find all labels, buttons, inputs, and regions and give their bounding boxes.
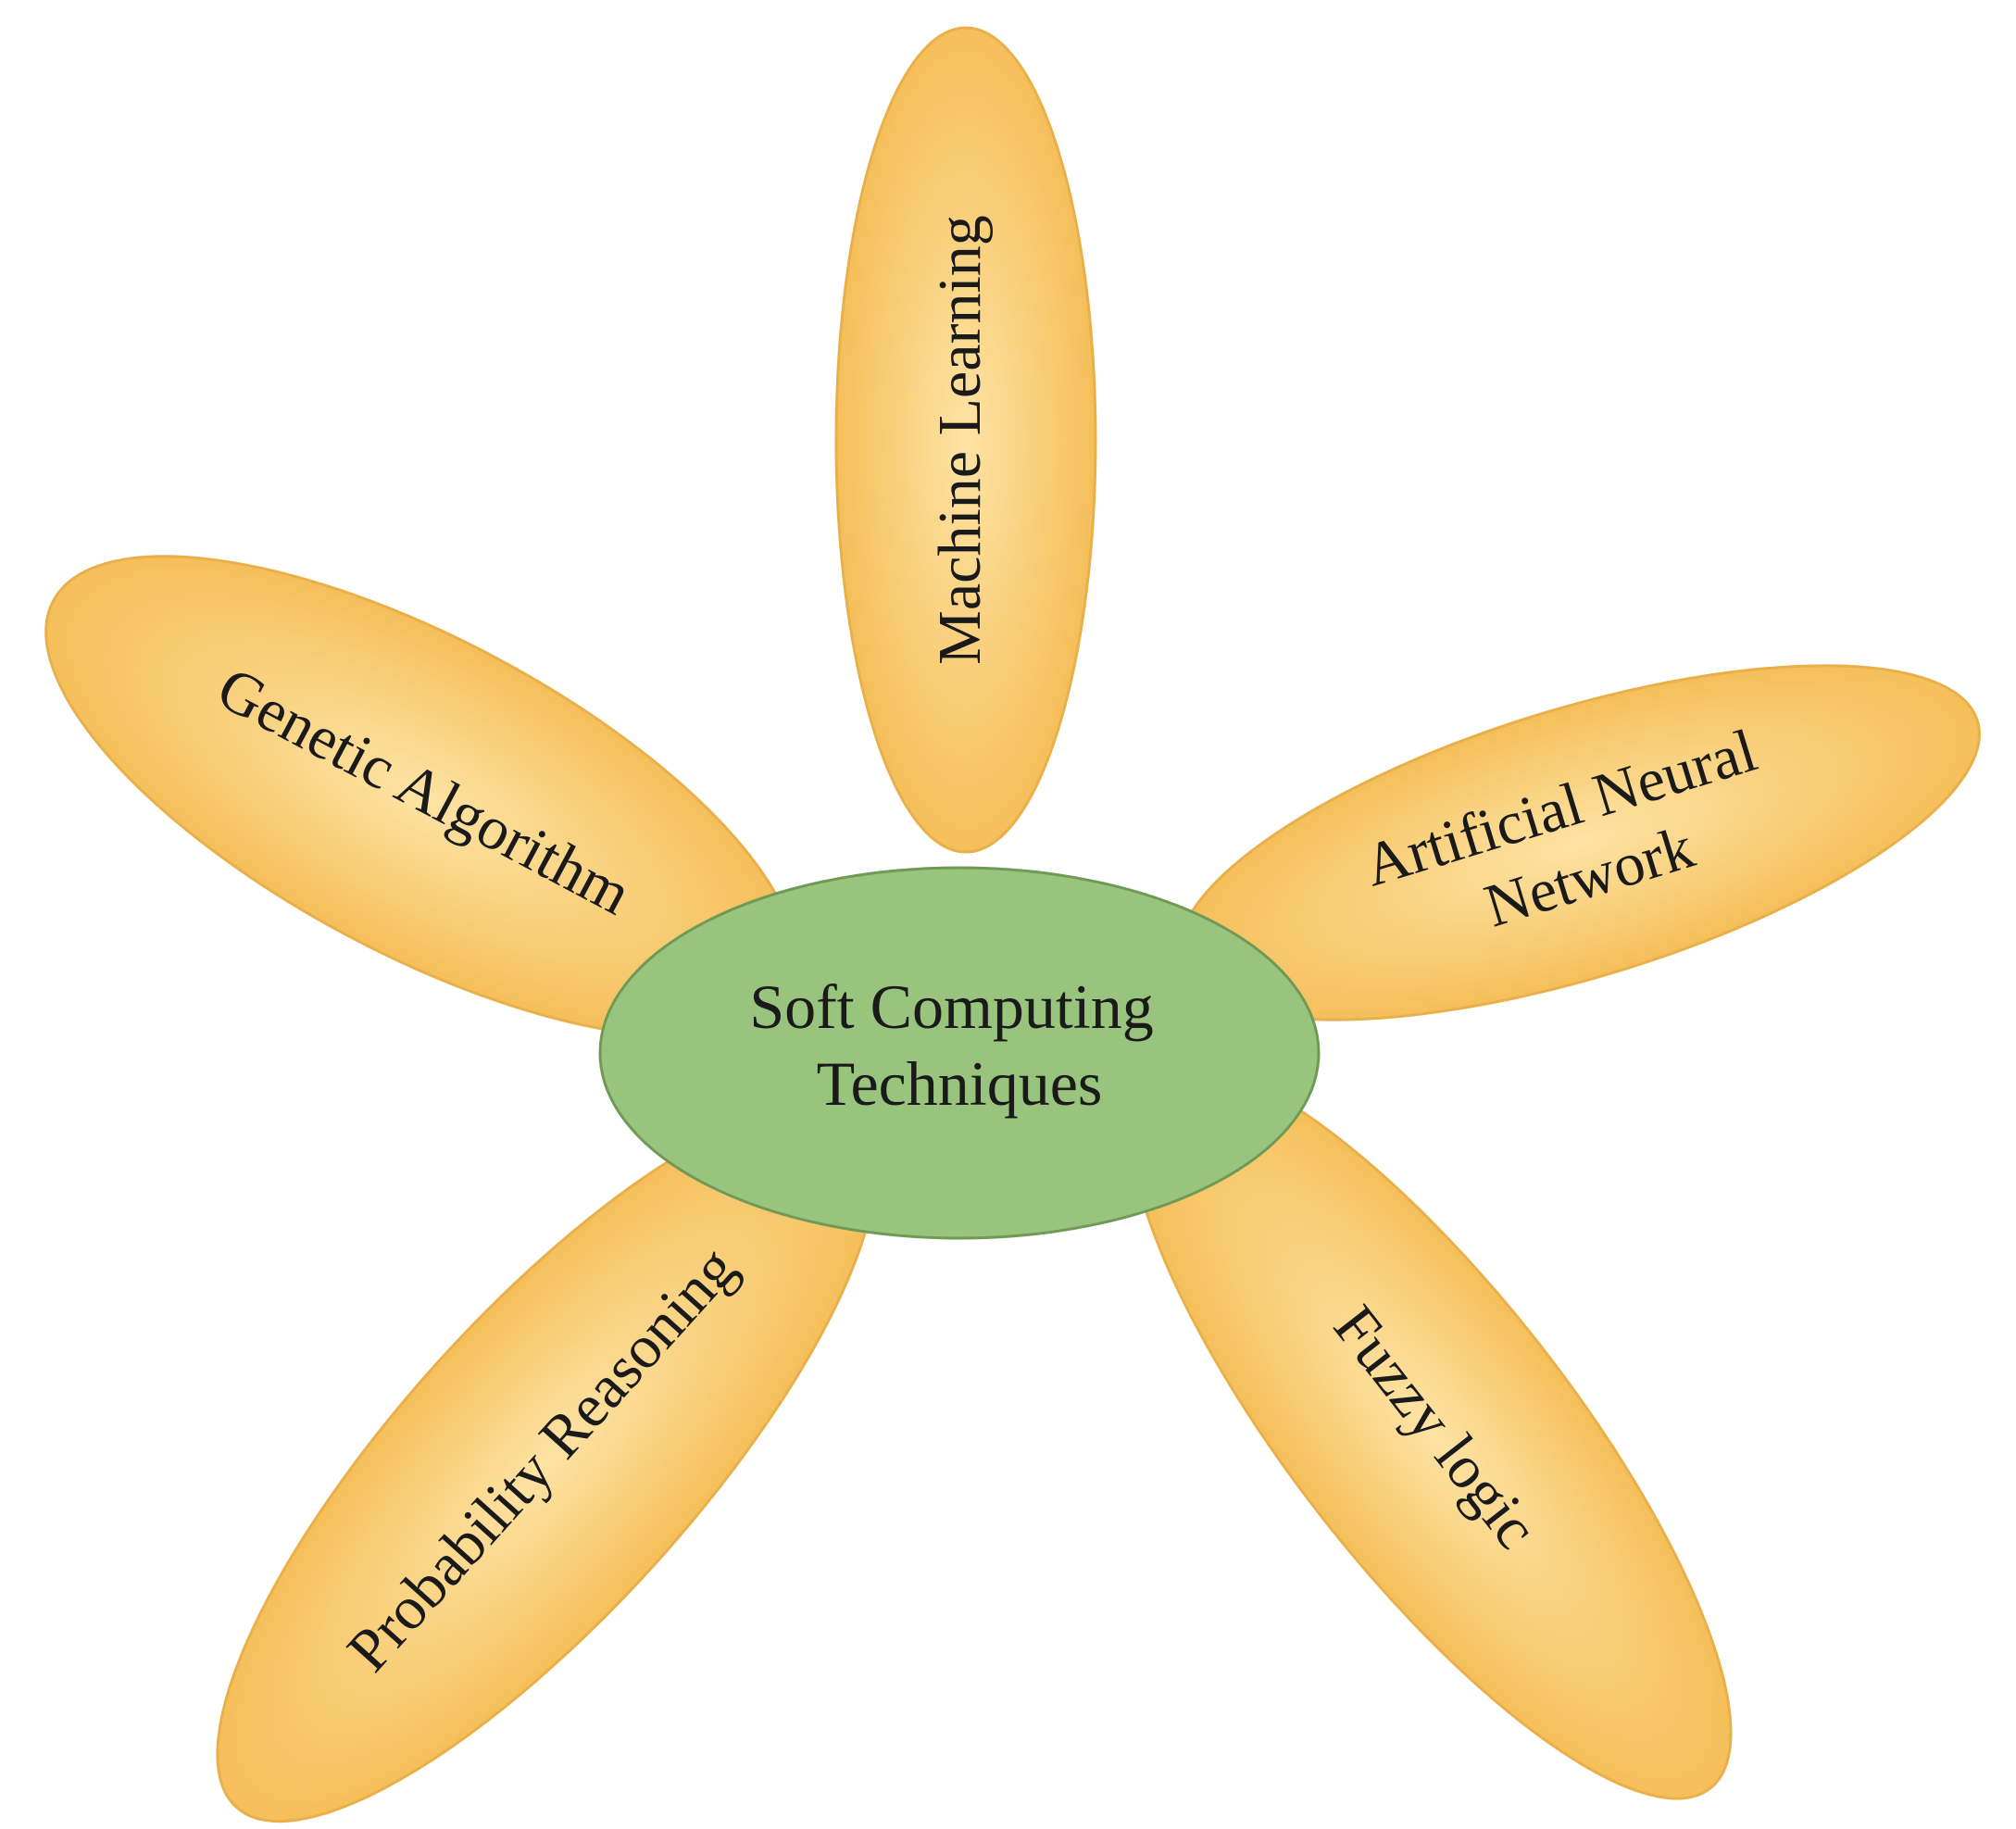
- petal-label-machine-learning: Machine Learning: [926, 215, 994, 665]
- petal-machine-learning: Machine Learning: [834, 26, 1097, 854]
- center-node: Soft Computing Techniques: [598, 866, 1321, 1240]
- petal-shape: [834, 26, 1097, 854]
- center-shape: [598, 866, 1321, 1240]
- petal-genetic-algorithm: Genetic Algorithm: [44, 555, 798, 1038]
- center-label: Soft Computing Techniques: [749, 971, 1169, 1119]
